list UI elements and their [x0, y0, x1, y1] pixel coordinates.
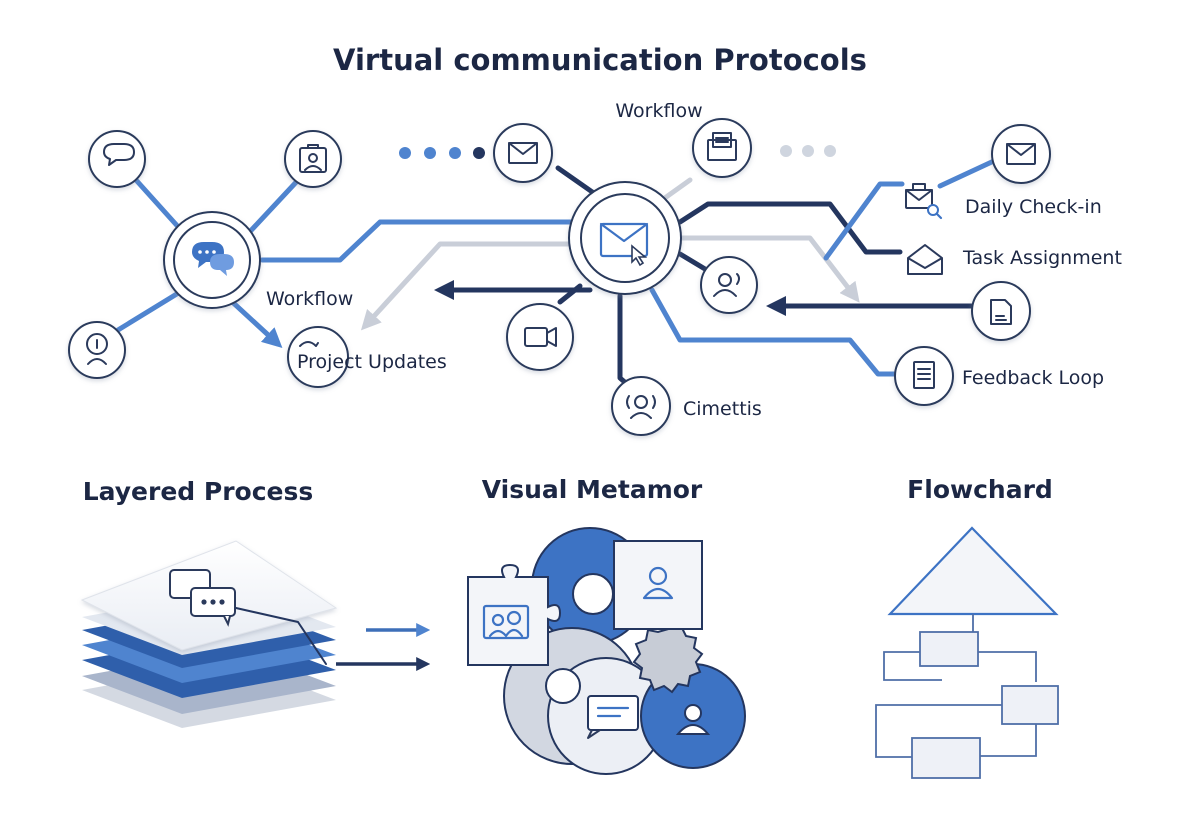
badge-icon: [299, 144, 327, 173]
chat-icon: [103, 143, 135, 166]
connector-project-updates: [225, 295, 283, 349]
label-feedback-loop: Feedback Loop: [962, 367, 1104, 389]
dot: [424, 147, 436, 159]
video-icon: [524, 327, 557, 347]
connector-lightbulb: [115, 289, 183, 333]
flowchart-connector: [883, 614, 1037, 682]
layer-line: [235, 607, 327, 665]
gear-icon: [632, 627, 704, 694]
label-cimettis: Cimettis: [683, 398, 762, 420]
video-call-icon: [482, 604, 530, 640]
dot: [449, 147, 461, 159]
label-workflow-top: Workflow: [615, 100, 702, 122]
mail-search-icon: [905, 183, 943, 220]
person-signal-icon: [626, 395, 656, 419]
connector-gray-right: [677, 235, 860, 303]
label-project-updates: Project Updates: [297, 351, 447, 373]
label-workflow-left: Workflow: [266, 288, 353, 310]
connector-mail: [555, 165, 601, 199]
section-title-visual: Visual Metamor: [482, 475, 703, 504]
connector-hub-to-hub: [259, 219, 575, 263]
connector-feedback: [649, 287, 899, 377]
section-title-layered: Layered Process: [83, 477, 314, 506]
mail-icon: [508, 142, 538, 164]
visual-metaphor-cluster: [467, 527, 746, 775]
document-mail-icon: [707, 132, 737, 161]
dot: [802, 145, 814, 157]
chat-bubbles-icon: [169, 569, 236, 627]
node-hub-center: [568, 181, 682, 295]
mail-icon: [1006, 143, 1036, 165]
mail-open-icon: [907, 244, 943, 275]
connector-gray-left: [360, 241, 581, 331]
flowchart-box: [919, 631, 979, 667]
connector-daily: [823, 181, 905, 261]
user-icon: [642, 566, 674, 600]
layered-stack: [80, 540, 338, 728]
circle: [545, 668, 581, 704]
dots-right: [780, 145, 836, 157]
node-project-updates: [287, 326, 349, 388]
flowchart-box: [911, 737, 981, 779]
connector-video: [557, 283, 583, 305]
connectors: [115, 157, 999, 393]
dot: [473, 147, 485, 159]
puzzle-icon: [467, 563, 562, 666]
lightbulb-icon: [86, 333, 108, 365]
dot: [824, 145, 836, 157]
flowchart-box: [1001, 685, 1059, 725]
flowchart-triangle: [887, 526, 1059, 616]
circle: [572, 573, 614, 615]
node-document-right: [971, 281, 1031, 341]
document-lines-icon: [913, 361, 935, 389]
document-icon: [990, 299, 1012, 325]
dots-left: [399, 147, 485, 159]
label-daily-checkin: Daily Check-in: [965, 196, 1102, 218]
node-person-signal: [611, 376, 671, 436]
dot: [780, 145, 792, 157]
flowchart: [875, 526, 1059, 779]
message-card: [587, 695, 639, 731]
node-badge: [284, 130, 342, 188]
connector-person-signal: [617, 293, 637, 393]
section-title-flowchart: Flowchard: [907, 475, 1053, 504]
flowchart-connector: [875, 704, 1037, 758]
dot: [399, 147, 411, 159]
node-lightbulb: [68, 321, 126, 379]
refresh-icon: [299, 341, 319, 347]
node-feedback: [894, 346, 954, 406]
connector-badge: [241, 175, 303, 241]
mail-cursor-icon: [599, 222, 649, 267]
connector-task-assignment: [677, 201, 903, 255]
node-video: [506, 303, 574, 371]
user-voice-icon: [713, 273, 740, 297]
page-title: Virtual communication Protocols: [333, 43, 867, 77]
connector-doc-mail: [659, 177, 693, 203]
user-icon: [675, 704, 711, 735]
chat-bubbles-icon: [192, 242, 234, 276]
label-task-assignment: Task Assignment: [962, 247, 1122, 269]
connector-mail-right: [937, 157, 999, 189]
message-icon: [587, 706, 630, 739]
